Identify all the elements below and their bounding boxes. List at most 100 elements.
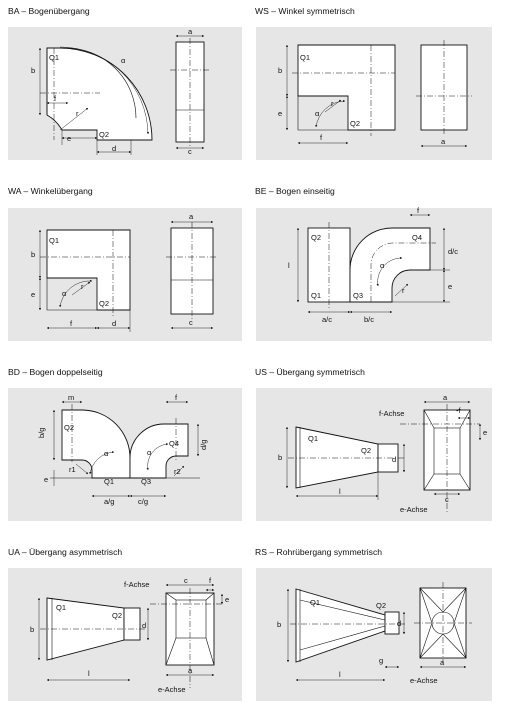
ua-c: c xyxy=(184,576,188,585)
be-l: l xyxy=(288,261,290,270)
wa-e: e xyxy=(31,290,35,299)
rs-a: a xyxy=(440,658,445,667)
rs-g: g xyxy=(379,656,383,665)
ua-q1: Q1 xyxy=(56,603,66,612)
ba-q1: Q1 xyxy=(49,53,59,62)
bd-q3: Q3 xyxy=(141,477,151,486)
us-l: l xyxy=(339,487,341,496)
be-alpha: α xyxy=(380,261,385,270)
ws-drawing: Q1 Q2 b e f r α a xyxy=(278,40,472,148)
us-a: a xyxy=(443,393,448,402)
rs-b: b xyxy=(277,620,281,629)
rs-l: l xyxy=(339,670,341,679)
ua-d: d xyxy=(142,621,146,630)
ua-a: a xyxy=(188,666,193,675)
us-b: b xyxy=(278,453,282,462)
be-f: f xyxy=(417,206,420,215)
ws-b: b xyxy=(278,66,282,75)
ua-b: b xyxy=(30,625,34,634)
ua-e-achse: e-Achse xyxy=(158,685,186,694)
us-e: e xyxy=(483,428,487,437)
wa-f: f xyxy=(70,319,73,328)
ws-e: e xyxy=(278,109,282,118)
bd-q1: Q1 xyxy=(104,477,114,486)
ba-r: r xyxy=(76,109,79,118)
us-q2: Q2 xyxy=(361,446,371,455)
ba-a: a xyxy=(188,27,193,36)
title-ws: WS – Winkel symmetrisch xyxy=(255,6,355,16)
title-ua: UA – Übergang asymmetrisch xyxy=(8,547,123,557)
ua-e: e xyxy=(225,595,229,604)
ws-q2: Q2 xyxy=(350,119,360,128)
us-q1: Q1 xyxy=(308,434,318,443)
wa-q2: Q2 xyxy=(99,299,109,308)
bd-ag: a/g xyxy=(104,497,114,506)
wa-c: c xyxy=(189,318,193,327)
rs-d: d xyxy=(397,619,401,628)
bd-r1: r1 xyxy=(69,465,76,474)
bd-bg: b/g xyxy=(37,428,46,438)
bd-q2: Q2 xyxy=(64,423,74,432)
title-rs: RS – Rohrübergang symmetrisch xyxy=(255,547,383,557)
rs-q1: Q1 xyxy=(310,598,320,607)
ba-elbow xyxy=(46,47,153,141)
be-drawing: Q2 Q1 Q3 Q4 l f d/c e r α a/c b/c xyxy=(288,206,458,324)
bd-alpha2: α xyxy=(147,448,152,457)
title-ba: BA – Bogenübergang xyxy=(8,6,90,16)
rs-drawing: Q1 Q2 b d g l a e-Achse xyxy=(277,582,472,685)
wa-drawing: Q1 Q2 b e f d r α a c xyxy=(31,212,218,332)
us-c: c xyxy=(445,495,449,504)
bd-r2: r2 xyxy=(174,467,181,476)
us-e-achse: e-Achse xyxy=(400,505,428,514)
ua-outlet xyxy=(123,607,141,641)
title-wa: WA – Winkelübergang xyxy=(8,186,93,196)
bd-e: e xyxy=(44,475,48,484)
be-q4: Q4 xyxy=(412,233,422,242)
wa-angle xyxy=(46,229,131,311)
ua-l: l xyxy=(88,669,90,678)
be-q1: Q1 xyxy=(311,291,321,300)
be-r: r xyxy=(402,286,405,295)
us-f-achse: f-Achse xyxy=(379,409,404,418)
ba-alpha: α xyxy=(121,56,126,65)
wa-r: r xyxy=(81,282,84,291)
be-e: e xyxy=(448,282,452,291)
ws-r: r xyxy=(331,99,334,108)
be-dc: d/c xyxy=(448,247,458,256)
ba-drawing: Q1 Q2 b f e r d α a c xyxy=(31,27,210,156)
be-ac: a/c xyxy=(322,315,332,324)
ba-b: b xyxy=(31,66,35,75)
bd-q4: Q4 xyxy=(169,439,179,448)
ua-f: f xyxy=(209,576,212,585)
us-f: -f xyxy=(456,406,461,415)
ba-d: d xyxy=(112,144,116,153)
bd-cg: c/g xyxy=(138,497,148,506)
ua-q2: Q2 xyxy=(112,611,122,620)
bd-f: f xyxy=(175,393,178,402)
rs-q2: Q2 xyxy=(376,601,386,610)
title-us: US – Übergang symmetrisch xyxy=(255,367,365,377)
ba-q2: Q2 xyxy=(99,130,109,139)
bd-drawing: m f b/g Q2 Q4 d/g Q1 Q3 e r1 r2 α α a/g … xyxy=(37,393,208,506)
wa-alpha: α xyxy=(62,289,67,298)
bd-alpha1: α xyxy=(104,449,109,458)
wa-q1: Q1 xyxy=(49,236,59,245)
ba-f: f xyxy=(54,94,57,103)
be-bc: b/c xyxy=(364,315,374,324)
title-be: BE – Bogen einseitig xyxy=(255,186,335,196)
ba-e: e xyxy=(67,134,71,143)
be-q2: Q2 xyxy=(311,233,321,242)
ba-c: c xyxy=(188,147,192,156)
wa-b: b xyxy=(31,250,35,259)
wa-d: d xyxy=(112,319,116,328)
ws-alpha: α xyxy=(315,109,320,118)
ua-inner-opening xyxy=(175,599,207,639)
bd-dg: d/g xyxy=(199,440,208,450)
wa-a: a xyxy=(189,212,194,221)
ws-q1: Q1 xyxy=(300,53,310,62)
ua-f-achse: f-Achse xyxy=(124,580,149,589)
rs-pipe xyxy=(384,611,400,635)
us-d: d xyxy=(392,455,396,464)
ws-a: a xyxy=(441,137,446,146)
